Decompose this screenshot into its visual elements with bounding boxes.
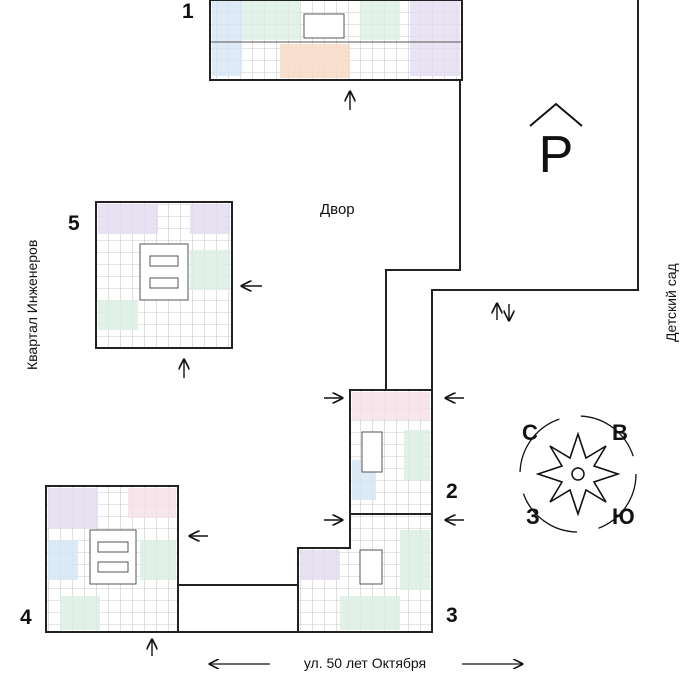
connector-3-4 xyxy=(178,584,298,633)
building-2-number: 2 xyxy=(446,480,458,503)
building-3-number: 3 xyxy=(446,604,458,627)
quarter-label: Квартал Инженеров xyxy=(24,240,40,370)
parking-roof-icon xyxy=(529,102,583,127)
building-4[interactable] xyxy=(45,485,179,633)
compass-west: З xyxy=(526,504,540,529)
building-1-number: 1 xyxy=(182,0,194,23)
street-label: ул. 50 лет Октября xyxy=(304,655,426,671)
building-1[interactable] xyxy=(209,0,463,81)
building-5[interactable] xyxy=(95,201,233,349)
parking-area-outline xyxy=(385,0,639,390)
building-4-number: 4 xyxy=(20,606,32,629)
courtyard-label: Двор xyxy=(320,201,355,218)
building-2[interactable] xyxy=(349,389,433,515)
compass-south: Ю xyxy=(612,504,635,529)
building-5-number: 5 xyxy=(68,212,80,235)
two-way-arrow-icon xyxy=(497,304,509,320)
compass-north: С xyxy=(522,420,538,445)
building-3[interactable] xyxy=(297,513,433,633)
parking-label: P xyxy=(539,126,574,184)
compass-east: В xyxy=(612,420,628,445)
compass-rose-icon xyxy=(519,415,637,533)
kindergarten-label: Детский сад xyxy=(663,263,679,342)
